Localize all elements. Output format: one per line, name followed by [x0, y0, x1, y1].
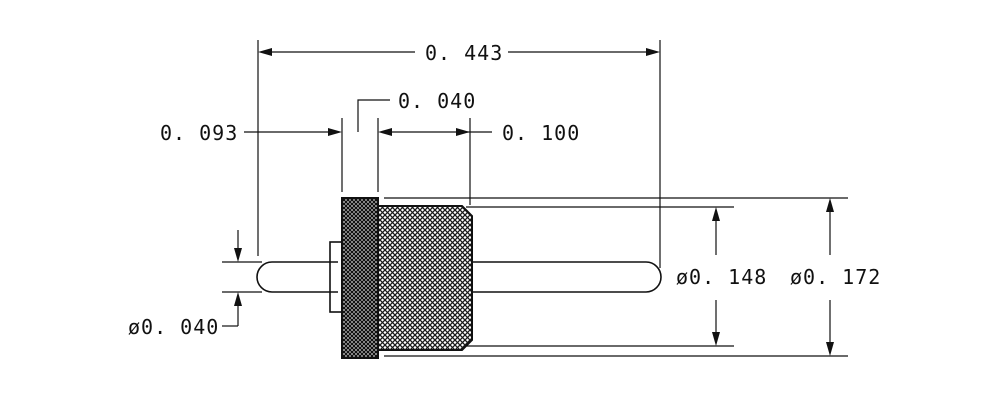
left-length-label: 0. 093 [160, 121, 238, 145]
dim-knurl-diameter: ø0. 148 [466, 206, 767, 347]
dim-left-length: 0. 093 [160, 121, 342, 145]
dim-pin-diameter: ø0. 040 [128, 230, 262, 339]
knurl-diameter-label: ø0. 148 [676, 265, 767, 289]
collar-width-label: 0. 040 [398, 89, 476, 113]
knurled-section [377, 205, 473, 351]
pin-left [256, 261, 338, 293]
collar-diameter-label: ø0. 172 [790, 265, 881, 289]
dim-knurl-length: 0. 100 [378, 118, 580, 205]
pin-diameter-label: ø0. 040 [128, 315, 219, 339]
pin-right [468, 261, 662, 293]
knurl-length-label: 0. 100 [502, 121, 580, 145]
overall-length-label: 0. 443 [425, 41, 503, 65]
dim-overall-length: 0. 443 [257, 40, 661, 268]
pin-body [256, 197, 662, 359]
shoulder [329, 241, 343, 313]
collar [341, 197, 379, 359]
dim-collar-diameter: ø0. 172 [384, 197, 881, 357]
dim-collar-width: 0. 040 [341, 89, 476, 192]
